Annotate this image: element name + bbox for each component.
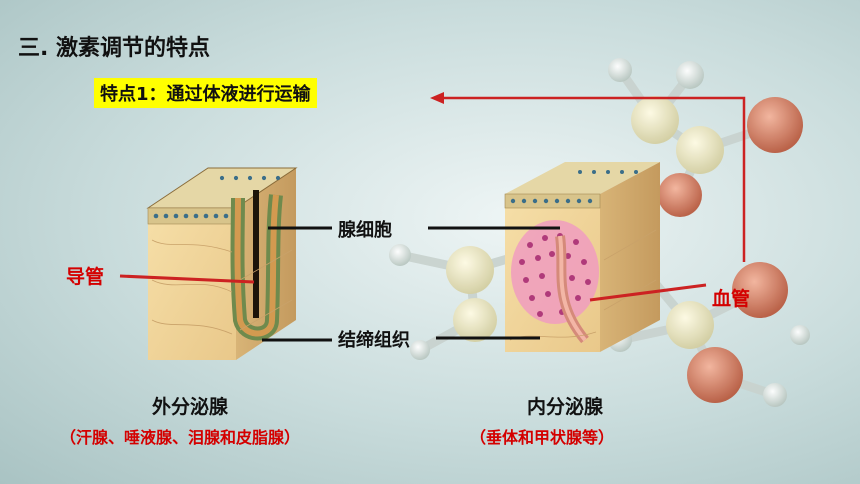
feature-highlight: 特点1：通过体液进行运输 [94,78,317,108]
leader-lines [119,226,707,342]
endocrine-gland-name: 内分泌腺 [527,396,604,418]
exocrine-gland-examples: （汗腺、唾液腺、泪腺和皮脂腺） [60,428,301,447]
page-title: 三. 激素调节的特点 [18,36,211,61]
exocrine-gland-illustration [146,167,298,360]
label-connective-tissue: 结缔组织 [338,330,410,351]
label-gland-cell: 腺细胞 [338,220,392,241]
transport-arrow [430,92,746,262]
endocrine-gland-illustration [504,162,660,352]
label-duct: 导管 [66,266,105,288]
endocrine-gland-examples: （垂体和甲状腺等） [470,428,615,447]
label-blood-vessel: 血管 [712,288,751,310]
exocrine-gland-name: 外分泌腺 [152,396,229,418]
